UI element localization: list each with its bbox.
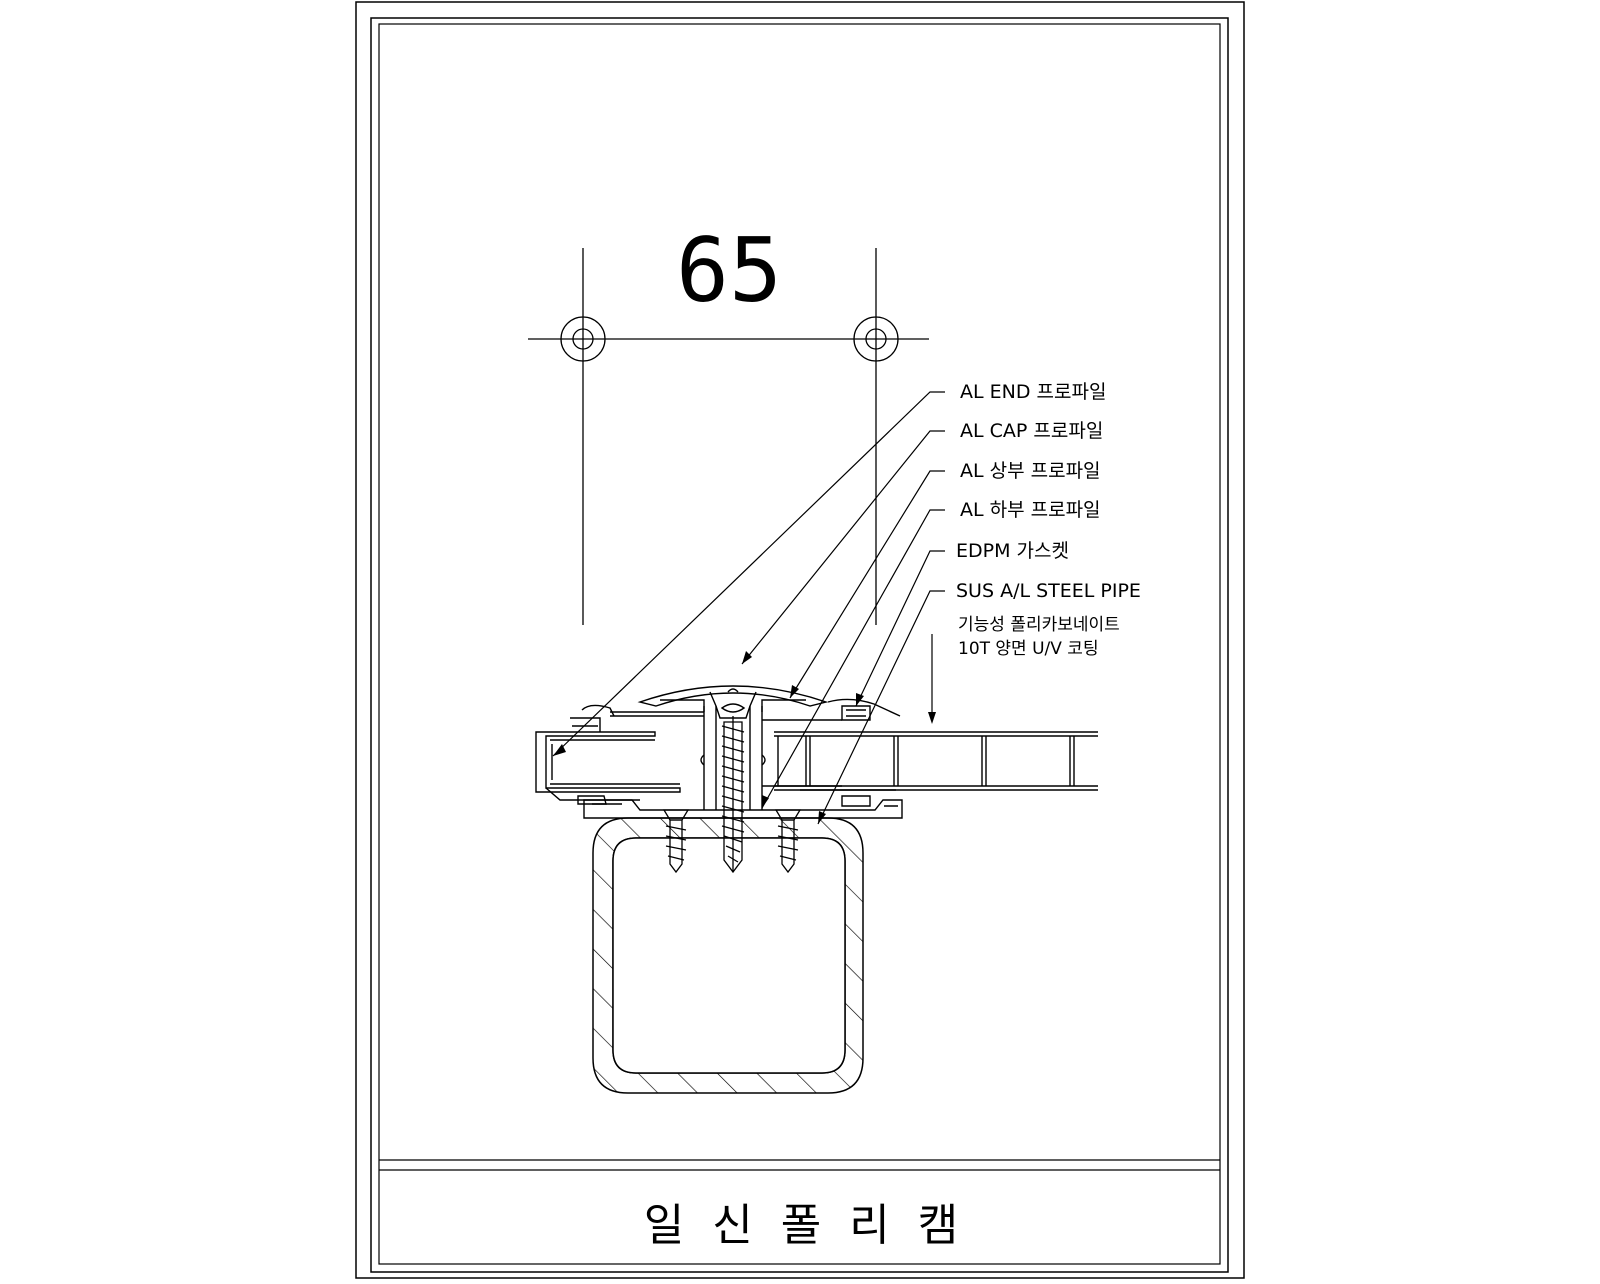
dimension-65 — [528, 248, 929, 625]
drawing-border — [378, 23, 1221, 1265]
leader-arrows — [553, 651, 936, 824]
right-screw — [774, 809, 802, 874]
label-al-lower-profile: AL 하부 프로파일 — [960, 499, 1101, 521]
left-screw — [662, 809, 690, 874]
center-screw — [721, 716, 745, 874]
leader-lines — [552, 391, 945, 825]
label-edpm-gasket: EDPM 가스켓 — [956, 540, 1069, 562]
label-polycarbonate-line1: 기능성 폴리카보네이트 — [958, 615, 1120, 635]
inner-frame — [370, 17, 1229, 1273]
label-al-end-profile: AL END 프로파일 — [960, 381, 1106, 403]
label-al-cap-profile: AL CAP 프로파일 — [960, 420, 1103, 442]
label-al-upper-profile: AL 상부 프로파일 — [960, 460, 1101, 482]
al-cap-profile — [637, 685, 829, 719]
label-steel-pipe: SUS A/L STEEL PIPE — [956, 580, 1141, 602]
company-title: 일신폴리캠 — [644, 1200, 986, 1251]
steel-pipe — [592, 817, 864, 1094]
outer-frame — [355, 1, 1245, 1279]
polycarbonate-sheet — [774, 731, 1098, 791]
label-polycarbonate-line2: 10T 양면 U/V 코팅 — [958, 639, 1099, 659]
al-end-profile — [535, 704, 704, 805]
dimension-text: 65 — [676, 219, 782, 322]
